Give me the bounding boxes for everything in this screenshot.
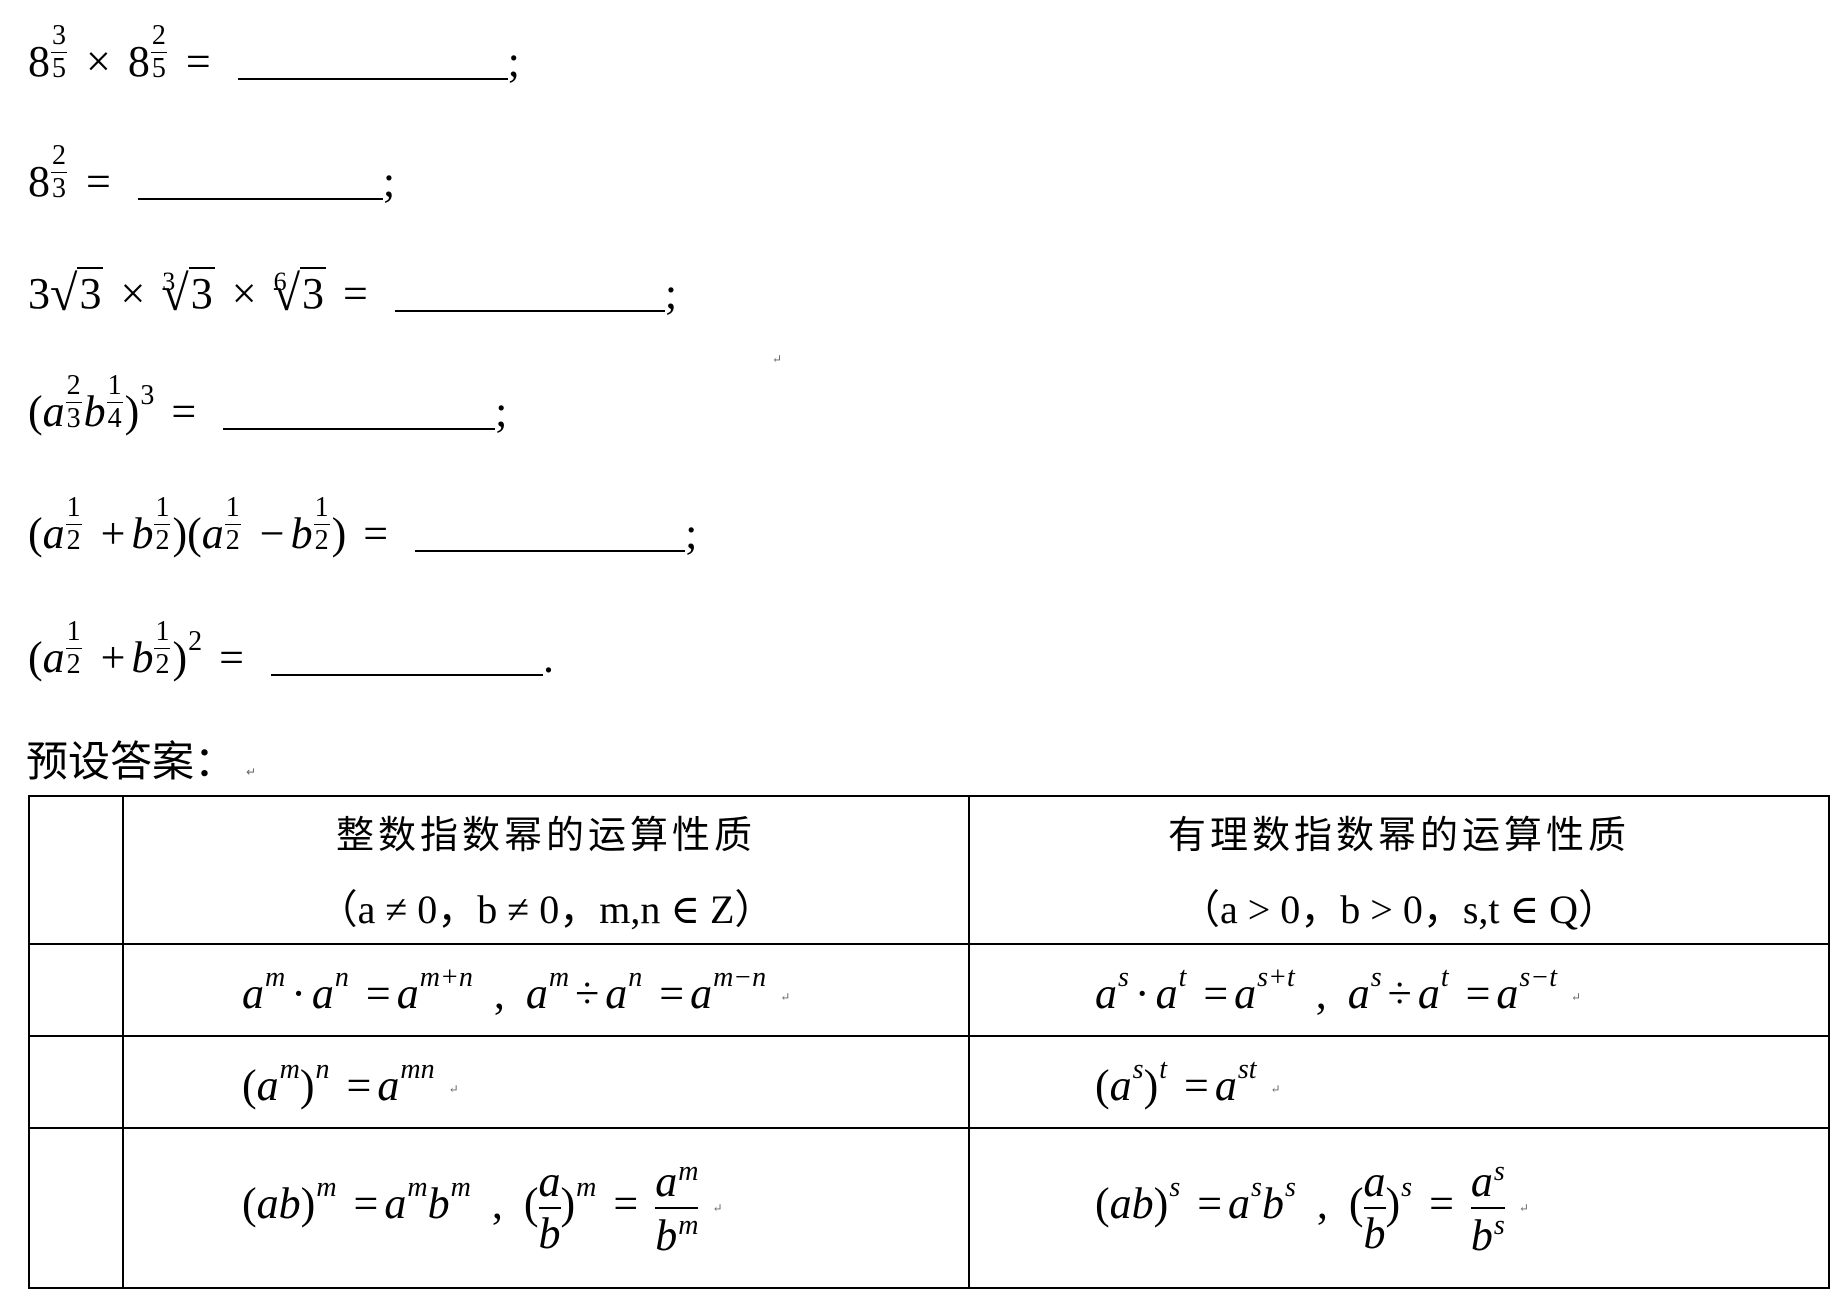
table-cell-empty	[28, 943, 124, 1037]
rational-rule-power: (as)t =ast↵	[968, 1035, 1830, 1129]
integer-title: 整数指数幂的运算性质	[335, 812, 756, 857]
integer-header-cell: 整数指数幂的运算性质 （a ≠ 0，b ≠ 0，m,n ∈ Z）	[122, 795, 970, 945]
table-cell-empty	[28, 1127, 124, 1289]
table-header-row: 整数指数幂的运算性质 （a ≠ 0，b ≠ 0，m,n ∈ Z） 有理数指数幂的…	[28, 795, 1830, 945]
table-cell-empty	[28, 795, 124, 945]
table-row: (am)n =amn↵ (as)t =ast↵	[28, 1035, 1830, 1129]
answer-blank[interactable]	[237, 42, 508, 80]
answer-blank[interactable]	[137, 162, 383, 200]
rational-rule-product-quotient: as·at =as+t , as÷at =as−t↵	[968, 943, 1830, 1037]
answer-blank[interactable]	[223, 392, 496, 430]
exponent-properties-table: 整数指数幂的运算性质 （a ≠ 0，b ≠ 0，m,n ∈ Z） 有理数指数幂的…	[28, 795, 1830, 1289]
exercise-3: 3√3 × 3√3 × 6√3 = ;	[28, 265, 678, 321]
answer-blank[interactable]	[270, 638, 543, 676]
table-cell-empty	[28, 1035, 124, 1129]
rational-title: 有理数指数幂的运算性质	[1167, 812, 1630, 857]
square-root: √3	[50, 265, 104, 321]
answer-blank[interactable]	[394, 274, 665, 312]
integer-condition: （a ≠ 0，b ≠ 0，m,n ∈ Z）	[317, 886, 775, 932]
table-row: am·an =am+n , am÷an =am−n↵ as·at =as+t ,…	[28, 943, 1830, 1037]
integer-rule-product-quotient: am·an =am+n , am÷an =am−n↵	[122, 943, 970, 1037]
cube-root: 3√3	[161, 265, 215, 321]
rational-header-cell: 有理数指数幂的运算性质 （a > 0，b > 0，s,t ∈ Q）	[968, 795, 1830, 945]
answer-blank[interactable]	[415, 514, 686, 552]
sixth-root: 6√3	[272, 265, 327, 321]
integer-rule-power: (am)n =amn↵	[122, 1035, 970, 1129]
preset-answer-label: 预设答案：↵	[26, 737, 257, 786]
rational-condition: （a > 0，b > 0，s,t ∈ Q）	[1179, 886, 1619, 932]
